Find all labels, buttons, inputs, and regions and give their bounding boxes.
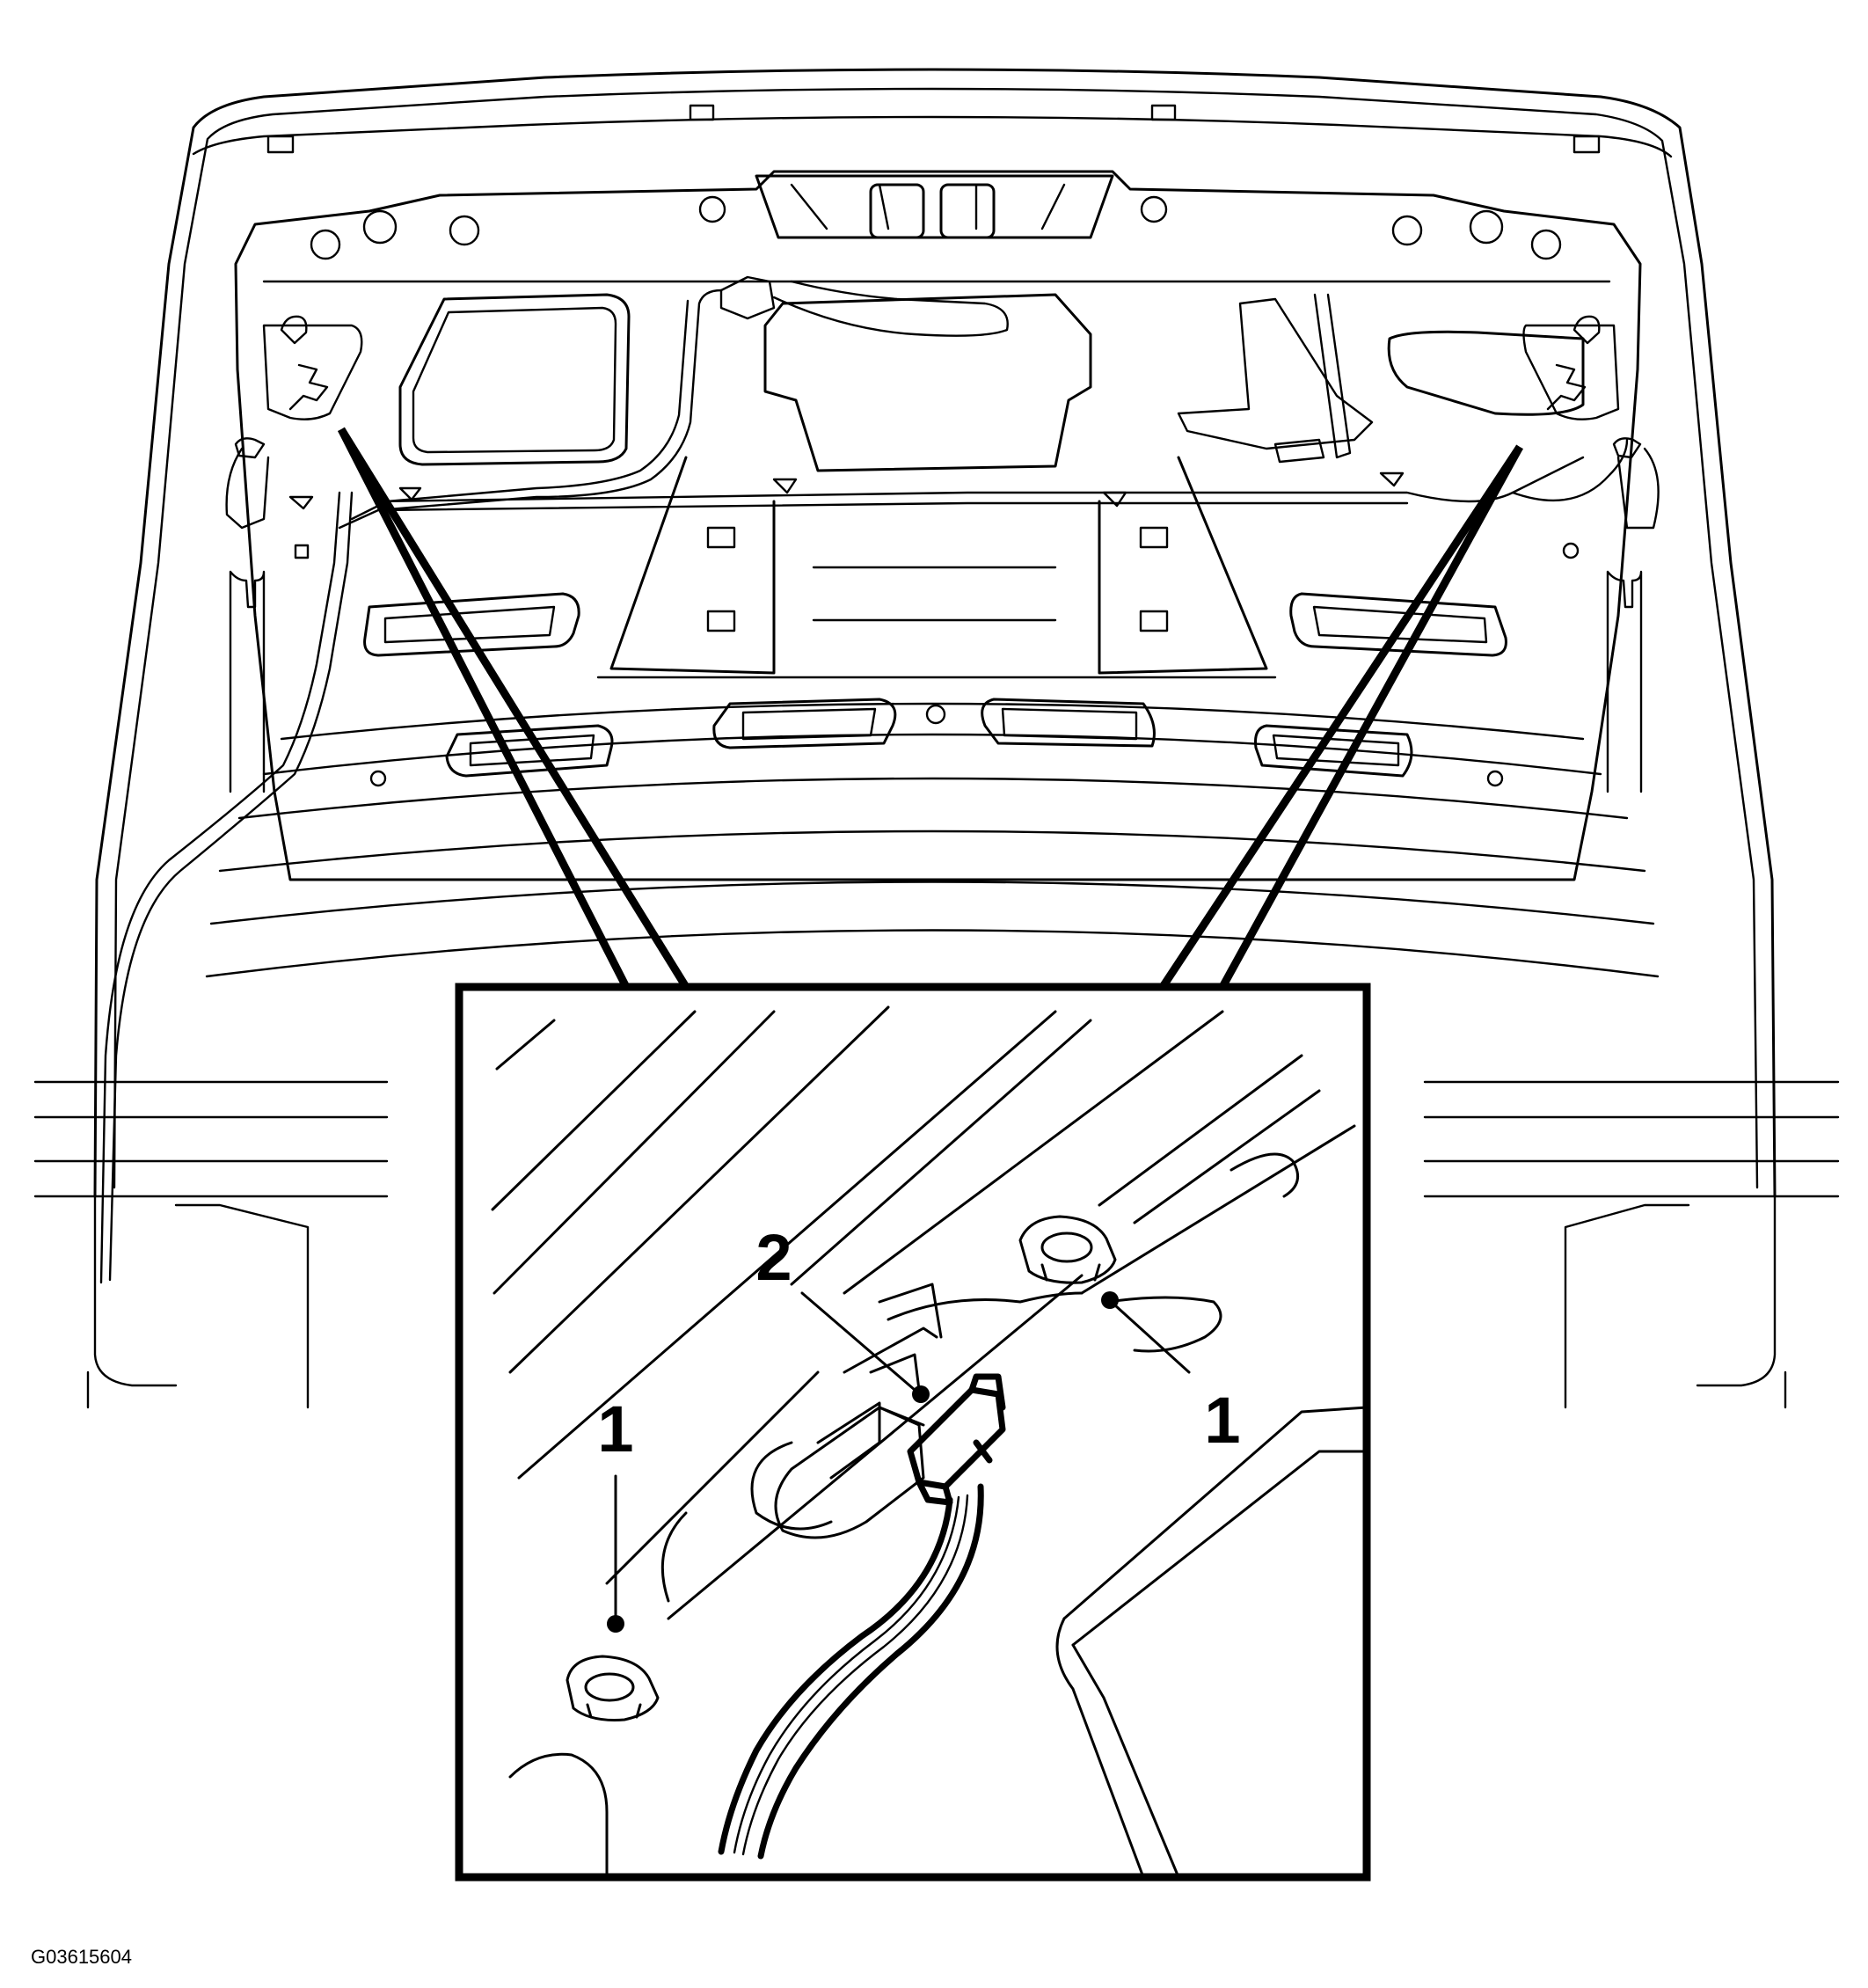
lid-panels (363, 293, 1585, 778)
hinge-channels (225, 447, 1660, 793)
wiring-harness (99, 275, 1629, 1284)
leader-right-nut (1113, 1304, 1191, 1374)
trunk-lid-outline (93, 68, 1777, 1198)
bumper-lines (33, 1080, 1840, 1409)
left-nut (566, 1655, 660, 1721)
right-nut (1018, 1215, 1117, 1284)
mounting-holes (266, 104, 1601, 787)
callout-dot-connector (912, 1385, 930, 1403)
right-bracket (1522, 315, 1642, 459)
callout-right-nut: 1 (1204, 1384, 1240, 1457)
harness-connector (718, 1373, 1006, 1860)
callout-connector: 2 (755, 1221, 792, 1294)
leader-connector (800, 1291, 916, 1392)
callout-left-nut: 1 (597, 1392, 633, 1465)
inset-leaders (337, 427, 1523, 990)
left-bracket (234, 315, 363, 459)
figure-id: G03615604 (31, 1946, 132, 1968)
callout-dot-left-nut (607, 1615, 624, 1633)
detail-inset (455, 983, 1371, 1882)
lamp-housing (755, 174, 1114, 239)
